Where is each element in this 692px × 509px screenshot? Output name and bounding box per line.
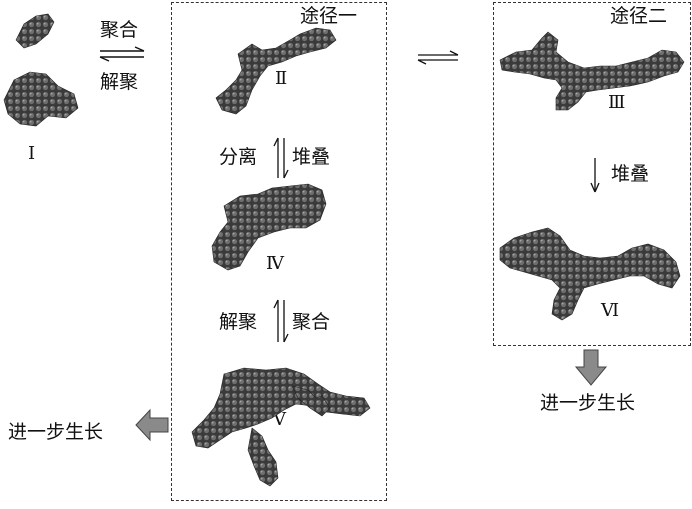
equilibrium-arrow-separate-stack <box>273 137 289 179</box>
structure-ii-molecule <box>215 27 337 115</box>
equilibrium-arrow-middle <box>417 50 459 65</box>
step-stack-two-label: 堆叠 <box>611 163 650 185</box>
growth-arrow-right <box>574 349 608 386</box>
structure-ii-label: Ⅱ <box>275 68 288 88</box>
equilibrium-arrow-disaggregate-aggregate <box>273 299 289 343</box>
pathway-one-box <box>171 2 387 501</box>
stack-arrow-pathway-two <box>590 158 600 193</box>
step-separate-label: 分离 <box>219 146 258 168</box>
structure-i-molecule <box>3 13 79 127</box>
growth-arrow-left <box>135 408 169 442</box>
growth-left-label: 进一步生长 <box>8 421 104 443</box>
structure-iii-label: Ⅲ <box>608 92 626 112</box>
structure-v-molecule <box>191 367 371 487</box>
pathway-two-title: 途径二 <box>610 5 668 27</box>
step-aggregate-two-label: 聚合 <box>292 311 331 333</box>
step-disaggregate-label: 解聚 <box>100 71 139 93</box>
step-aggregate-label: 聚合 <box>100 19 139 41</box>
step-disaggregate-two-label: 解聚 <box>219 311 258 333</box>
growth-right-label: 进一步生长 <box>540 392 636 414</box>
structure-iv-label: Ⅳ <box>266 253 284 273</box>
step-stack-label: 堆叠 <box>292 146 331 168</box>
pathway-two-box <box>493 2 691 346</box>
structure-vi-label: Ⅵ <box>601 300 620 320</box>
structure-iv-molecule <box>211 183 327 271</box>
equilibrium-arrow-left <box>99 46 145 62</box>
structure-vi-molecule <box>499 227 681 321</box>
structure-i-label: Ⅰ <box>28 143 36 163</box>
pathway-one-title: 途径一 <box>300 5 358 27</box>
structure-iii-molecule <box>499 31 685 111</box>
